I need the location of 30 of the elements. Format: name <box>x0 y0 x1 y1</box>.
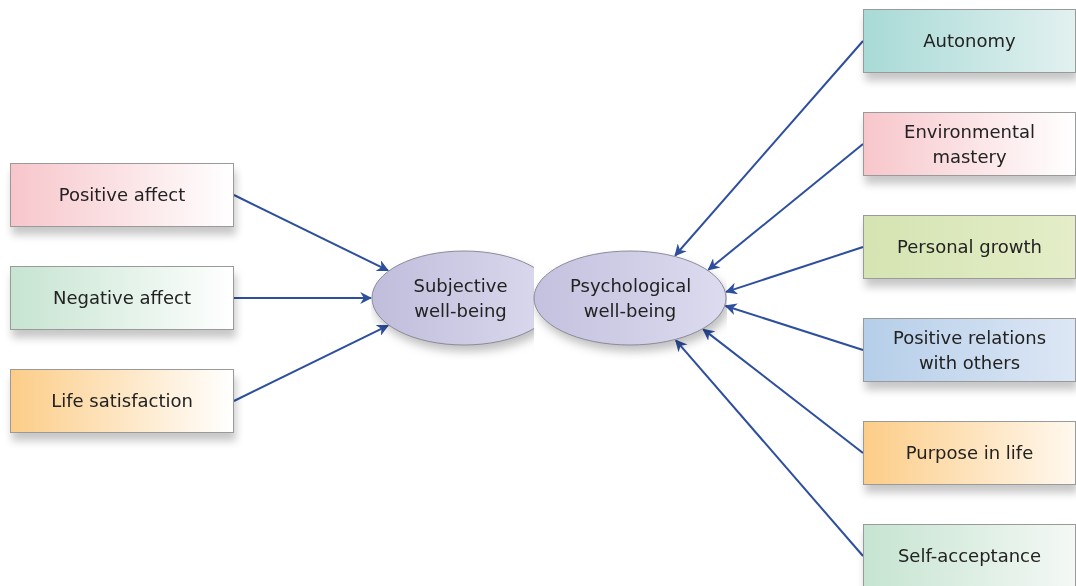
arrow <box>707 143 864 271</box>
arrow <box>725 246 864 295</box>
factor-box <box>863 112 1076 176</box>
arrow <box>702 328 864 454</box>
node-label: Subjective well-being <box>412 273 509 323</box>
factor-box <box>863 215 1076 279</box>
arrow <box>674 339 864 557</box>
arrow <box>233 292 373 304</box>
node-label: Personal growth <box>897 235 1042 260</box>
factor-box <box>863 421 1076 485</box>
arrow <box>233 324 389 402</box>
factor-box <box>863 9 1076 73</box>
factor-box <box>10 369 234 433</box>
node-label: Positive relations with others <box>891 325 1048 375</box>
node-label: Negative affect <box>53 286 191 311</box>
node-label: Psychological well-being <box>570 273 690 323</box>
arrow <box>724 303 864 351</box>
node-label: Purpose in life <box>905 441 1034 466</box>
factor-box <box>863 524 1076 586</box>
node-label: Positive affect <box>58 183 186 208</box>
arrow <box>674 40 864 257</box>
arrow <box>233 194 389 272</box>
node-label: Life satisfaction <box>51 389 193 414</box>
node-label: Environmental mastery <box>903 119 1036 169</box>
construct-ellipse <box>533 250 727 346</box>
node-label: Self-acceptance <box>897 544 1042 569</box>
factor-box <box>10 266 234 330</box>
node-label: Autonomy <box>923 29 1016 54</box>
factor-box <box>863 318 1076 382</box>
factor-box <box>10 163 234 227</box>
